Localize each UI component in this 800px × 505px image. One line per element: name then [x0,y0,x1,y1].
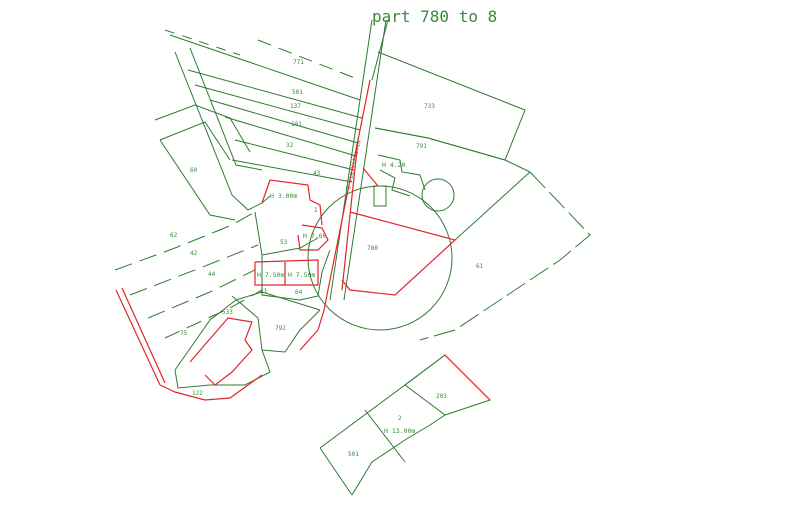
road-edge [147,269,256,319]
parcel-edge [234,139,355,171]
road-edge [129,244,259,296]
street-edge [343,19,387,301]
parcel-label: 60 [190,167,198,174]
height-label: H 13.00m [384,427,415,435]
map-labels: part 780 to 8 3 Via Vittorio 771 501 137… [170,7,497,458]
parcel-edge [419,171,591,341]
parcel-label: 791 [416,143,427,150]
parcel-780-outline [341,211,457,296]
parcel-edge [224,116,357,157]
building-outline [254,259,319,286]
parcel-edge [454,171,531,241]
parcel-label: 780 [367,245,378,252]
parcel-label: 62 [170,232,178,239]
boundary-red [362,167,379,187]
parcel-edge [364,409,406,463]
boundary-red [159,374,263,401]
map-title: part 780 to 8 [372,7,497,26]
street-edge [371,19,389,81]
parcel-edge [374,127,531,173]
street-edge [329,19,373,301]
building-outline [189,317,253,386]
height-label: H 7.50m [257,271,284,279]
parcel-edge [379,169,411,197]
parcel-label: 2 [398,415,402,422]
parcel-label: 64 [295,289,303,296]
height-label: H 7.50m [288,271,315,279]
parcel-edge [194,84,361,131]
road-edge [164,29,241,56]
parcel-label: 1 [314,207,318,214]
parcel-label: 44 [208,271,216,278]
parcel-edge [209,99,359,144]
parcel-label: 53 [280,239,288,246]
parcel-label: 101 [291,121,302,128]
parcel-label: 75 [180,330,188,337]
parcel-edge [319,447,353,496]
parcel-label: 501 [348,451,359,458]
parcel-label: 501 [292,89,303,96]
parcel-edge [257,39,361,81]
roundabout-large [307,185,453,331]
block-edge [261,309,321,353]
road-edge [164,289,263,339]
street-red-edge [299,79,371,351]
parcel-label: 792 [275,325,286,332]
height-label: H 7.60 [303,232,327,240]
parcel-label: 43 [313,170,321,177]
boundary-red [115,289,161,386]
roundabout-small [421,178,455,212]
parcel-edge [377,154,426,191]
parcel-label: 42 [190,250,198,257]
block-edge [235,291,321,311]
road-edge [114,211,256,271]
parcel-edge [189,47,263,171]
parcel-edge [174,51,271,211]
parcel-label: 61 [476,263,484,270]
block-edge [174,299,237,371]
building-outline [261,179,323,226]
boundary-red [444,354,491,401]
parcel-edge [154,104,251,153]
height-label: H 4.20 [382,161,406,169]
block-edge [231,295,271,373]
street-red-edge [341,139,359,291]
parcel-label: 122 [192,390,203,397]
building-outline [297,224,329,251]
parcel-label: 771 [293,59,304,66]
parcel-label: 533 [222,309,233,316]
parcel-label: 41 [260,288,268,295]
height-label: H 3.00m [270,192,297,200]
parcel-label: 32 [286,142,294,149]
parcel-edge [169,34,361,101]
parcel-edge [159,121,231,161]
parcel-edge [159,139,236,221]
parcel-edge [231,159,353,183]
parcel-edge [187,69,363,119]
parcel-label: 137 [290,103,301,110]
highlighted-boundaries [115,79,491,401]
parcel-label: 203 [436,393,447,400]
boundary-red [121,287,166,384]
parcel-label: 733 [424,103,435,110]
